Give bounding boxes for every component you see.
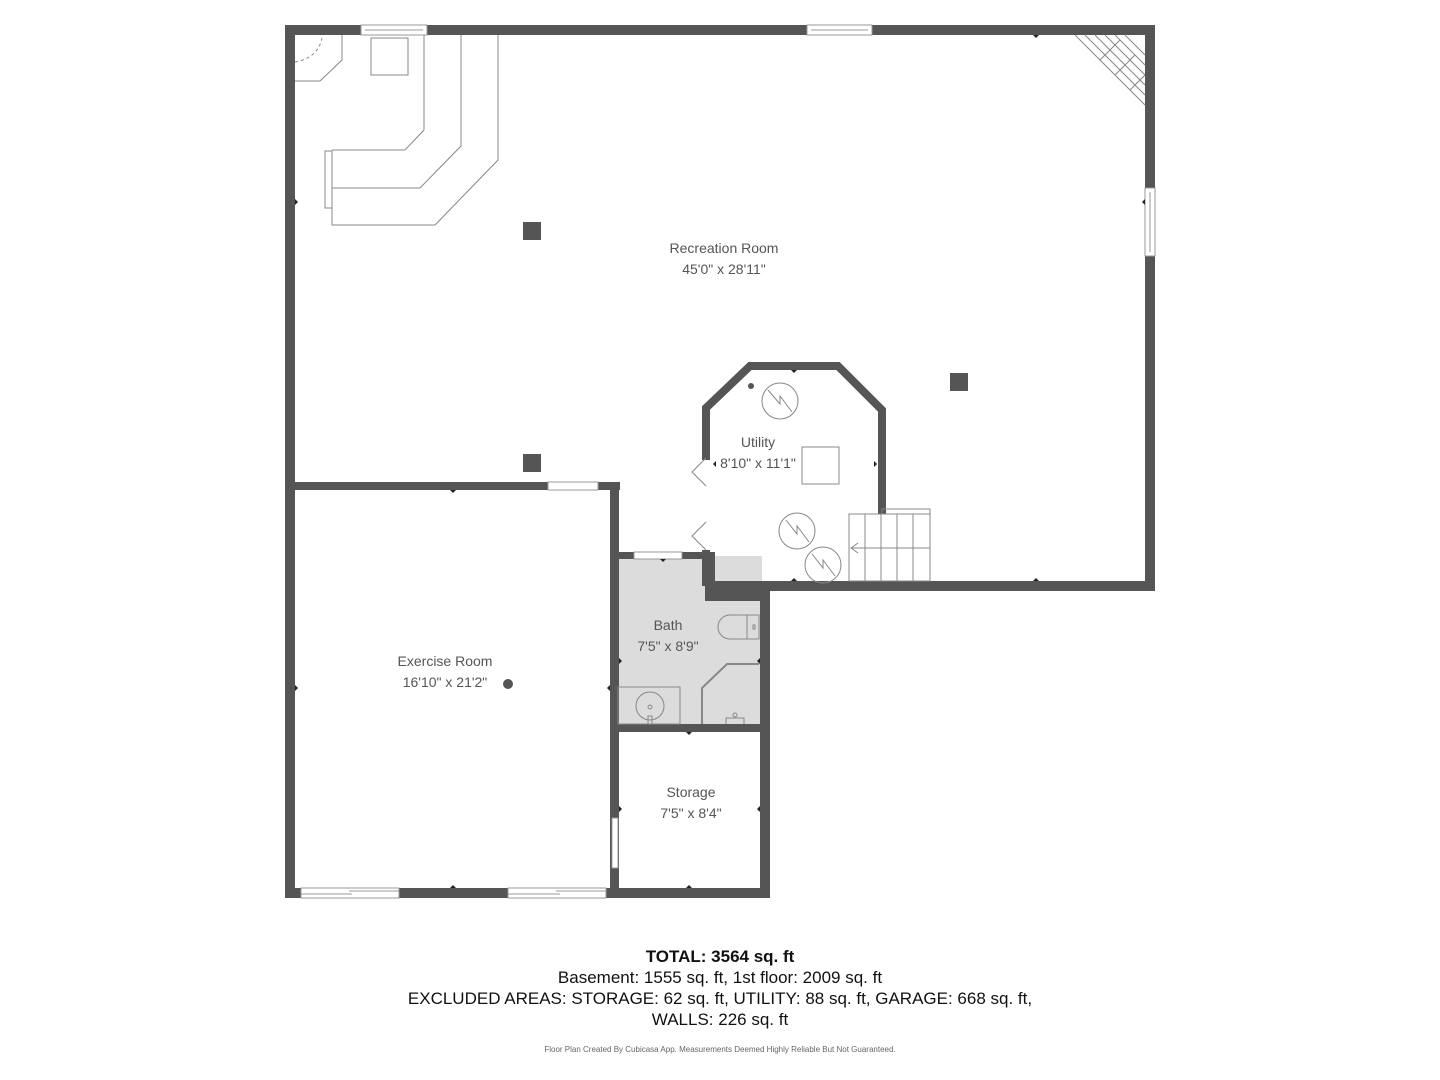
utility-left-wall-lower (702, 550, 710, 586)
room-label-utility: Utility 8'10" x 11'1" (720, 432, 796, 474)
wall-markers (295, 35, 1145, 888)
room-name: Utility (740, 434, 776, 450)
staircase (848, 508, 931, 582)
room-dimensions: 16'10" x 21'2" (402, 674, 488, 690)
exercise-dot (503, 679, 513, 689)
room-dimensions: 45'0" x 28'11" (682, 261, 766, 277)
room-name: Exercise Room (397, 653, 493, 669)
disclaimer: Floor Plan Created By Cubicasa App. Meas… (544, 1045, 896, 1054)
sliding-doors (300, 887, 607, 899)
bath-fixtures (617, 614, 760, 725)
bar-counter (294, 35, 499, 226)
room-dimensions: 8'10" x 11'1" (720, 455, 796, 471)
support-columns (523, 222, 968, 472)
excluded-areas: EXCLUDED AREAS: STORAGE: 62 sq. ft, UTIL… (407, 989, 1033, 1008)
room-name: Recreation Room (669, 240, 779, 256)
room-label-bath: Bath 7'5" x 8'9" (637, 615, 698, 657)
total-area: TOTAL: 3564 sq. ft (645, 947, 795, 966)
floor-areas: Basement: 1555 sq. ft, 1st floor: 2009 s… (557, 968, 883, 987)
room-label-storage: Storage 7'5" x 8'4" (660, 782, 721, 824)
room-label-recreation: Recreation Room 45'0" x 28'11" (670, 238, 779, 280)
windows (360, 24, 1156, 869)
room-dimensions: 7'5" x 8'4" (660, 805, 722, 821)
utility-fixtures (761, 382, 842, 584)
room-name: Bath (653, 617, 683, 633)
area-summary: TOTAL: 3564 sq. ft Basement: 1555 sq. ft… (0, 946, 1440, 1030)
room-label-exercise: Exercise Room 16'10" x 21'2" (398, 651, 493, 693)
utility-double-door (691, 457, 707, 551)
walls-area: WALLS: 226 sq. ft (651, 1010, 789, 1029)
corner-stairs (1074, 34, 1146, 106)
utility-dot (748, 383, 754, 389)
utility-walls (702, 362, 886, 514)
room-name: Storage (666, 784, 716, 800)
room-dimensions: 7'5" x 8'9" (637, 638, 699, 654)
